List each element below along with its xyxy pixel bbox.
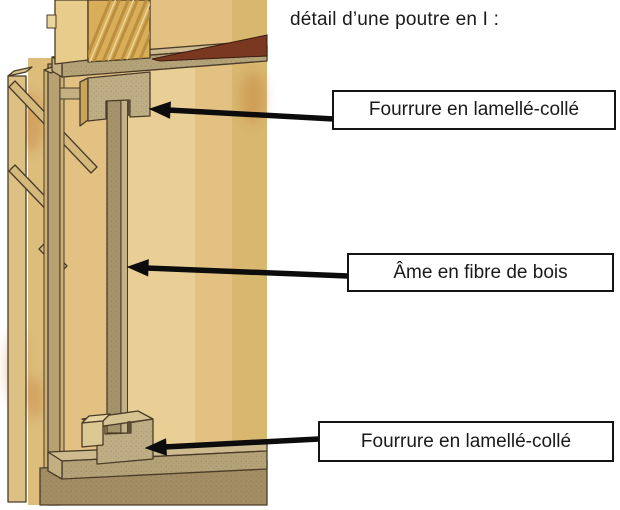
- label-top-flange-text: Fourrure en lamellé-collé: [368, 99, 580, 120]
- i-joist-web: [106, 99, 128, 434]
- wall-panels: [6, 0, 267, 505]
- flange-end-block: [81, 420, 104, 448]
- wood-grain: [88, 0, 150, 62]
- bottom-flange-block: [81, 410, 154, 465]
- top-flange-block: [59, 71, 151, 127]
- label-top-flange: Fourrure en lamellé-collé: [332, 90, 616, 130]
- label-bottom-flange-text: Fourrure en lamellé-collé: [360, 430, 572, 452]
- label-web: Âme en fibre de bois: [347, 253, 614, 292]
- arrow-top-flange: [148, 101, 335, 122]
- diagram-title: détail d’une poutre en I :: [290, 9, 500, 30]
- label-bottom-flange: Fourrure en lamellé-collé: [318, 421, 614, 462]
- arrow-bottom-flange: [144, 436, 320, 456]
- corner-post: [7, 75, 27, 503]
- roof-wedge: [151, 34, 268, 62]
- peg: [46, 14, 57, 29]
- top-post: [46, 0, 151, 65]
- label-web-text: Âme en fibre de bois: [393, 261, 568, 283]
- callout-arrows: [126, 101, 349, 456]
- wall-stud: [43, 63, 68, 506]
- arrow-web: [126, 259, 349, 279]
